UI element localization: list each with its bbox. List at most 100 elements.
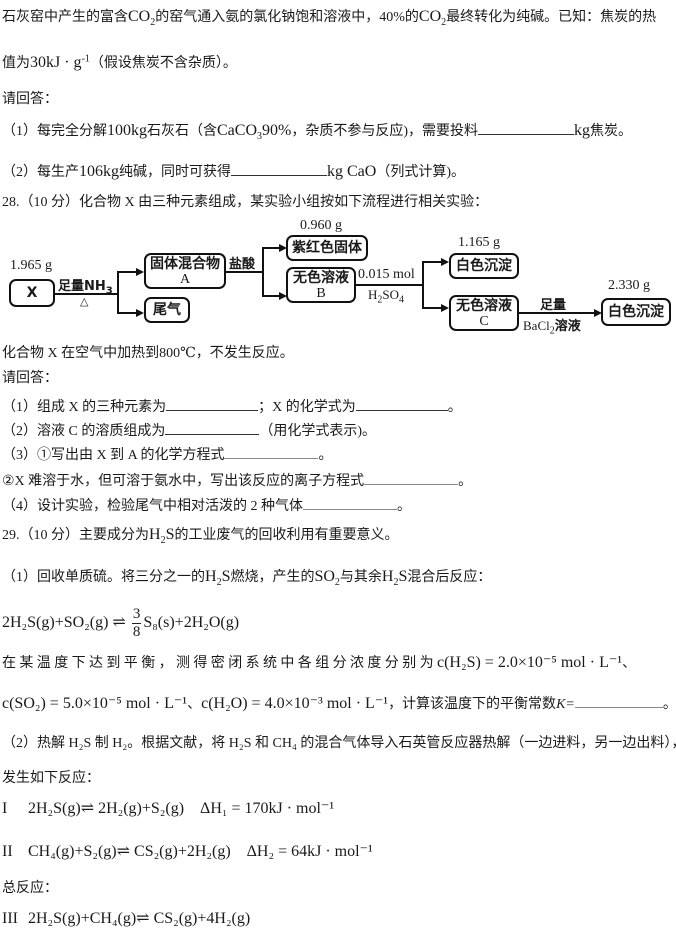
denominator: 8 — [132, 623, 141, 640]
q29-equilibrium-line-2: c(SO₂) = 5.0×10⁻⁵ mol · L⁻¹、c(H₂O) = 4.0… — [2, 693, 676, 714]
answer-blank[interactable] — [303, 495, 397, 510]
text: ，杂质不参与反应)，需要投料 — [291, 124, 478, 139]
formula-caco3: CaCO — [217, 122, 257, 139]
reaction-number: III — [2, 910, 18, 927]
formula-co2: CO — [418, 8, 442, 25]
answer-blank[interactable] — [364, 470, 459, 485]
heat-value: 30kJ · g — [30, 54, 82, 71]
connector-line — [262, 295, 282, 297]
q29-part-2-line-2: 发生如下反应： — [2, 771, 100, 786]
equation-left: 2H₂S(g)+SO₂(g) — [2, 614, 109, 631]
text: 纯碱，同时可获得 — [119, 165, 231, 180]
reaction-number: I — [2, 800, 8, 817]
percent-value: 90% — [262, 122, 292, 139]
answer-blank[interactable] — [224, 444, 319, 459]
text: 、 — [622, 656, 640, 671]
answer-blank[interactable] — [478, 120, 574, 135]
box-solid-mixture-a: 固体混合物 A — [144, 253, 226, 289]
box-label: 尾气 — [153, 302, 181, 318]
answer-blank[interactable] — [574, 693, 663, 708]
text: 燃烧，产生的 — [230, 570, 315, 585]
text: （1）组成 X 的三种元素为 — [2, 400, 167, 415]
connector-line — [117, 312, 137, 314]
mass-value: 100kg — [107, 122, 147, 139]
connector-line — [262, 247, 282, 249]
subscript: 2 — [334, 576, 340, 588]
intro-line-2: 值为30kJ · g-1（假设焦炭不含杂质）。 — [2, 54, 237, 73]
answer-blank[interactable] — [165, 420, 260, 435]
q28-title: 28.（10 分）化合物 X 由三种元素组成，某实验小组按如下流程进行相关实验： — [2, 195, 489, 210]
formula: H — [149, 526, 161, 543]
text: （1）每完全分解 — [2, 124, 107, 139]
arrow-icon — [136, 268, 144, 276]
q29-title: 29.（10 分）主要成分为H2S的工业废气的回收利用有重要意义。 — [2, 526, 398, 545]
formula: H — [381, 568, 394, 585]
text: （2）每生产 — [2, 165, 79, 180]
answer-blank[interactable] — [231, 161, 327, 176]
q28-prompt: 请回答： — [2, 371, 58, 386]
formula: SO — [314, 568, 335, 585]
text: 焦炭。 — [590, 124, 632, 139]
text: 溶液 — [554, 319, 581, 334]
subscript: 3 — [105, 285, 113, 297]
text: 、 — [187, 697, 202, 712]
q29-part-2-line-1: （2）热解 H₂S 制 H₂。根据文献，将 H₂S 和 CH₄ 的混合气体导入石… — [2, 736, 676, 751]
reaction-equation: 2H₂S(g)⇌ 2H₂(g)+S₂(g) — [28, 800, 185, 817]
connector-line — [55, 293, 118, 295]
reagent-h2so4: H2SO4 — [368, 287, 404, 305]
box-white-precipitate-1: 白色沉淀 — [449, 253, 519, 279]
answer-blank[interactable] — [355, 396, 448, 411]
box-label: 白色沉淀 — [608, 304, 664, 320]
text: BaCl — [523, 318, 550, 333]
connector-line — [422, 261, 442, 263]
flow-diagram: 1.965 g X 足量NH3 △ 固体混合物 A 尾气 盐酸 0.960 g … — [0, 215, 676, 340]
q29-part-1: （1）回收单质硫。将三分之一的H2S燃烧，产生的SO2与其余H2S混合后反应： — [2, 568, 491, 587]
text: （假设焦炭不含杂质）。 — [89, 56, 237, 71]
box-label: 紫红色固体 — [292, 240, 362, 256]
answer-blank[interactable] — [166, 396, 259, 411]
text: 在某温度下达到平衡，测得密闭系统中各组分浓度分别为 — [2, 656, 437, 671]
text: 与其余 — [339, 570, 382, 585]
formula: S — [165, 526, 175, 543]
unit: kg CaO — [327, 163, 377, 180]
text: 。 — [318, 448, 333, 463]
box-label: 无色溶液 — [456, 298, 512, 314]
concentration-so2: c(SO₂) = 5.0×10⁻⁵ mol · L⁻¹ — [2, 695, 188, 712]
arrow-icon — [279, 244, 287, 252]
k-label: K= — [556, 697, 575, 712]
text: ，计算该温度下的平衡常数 — [388, 697, 557, 712]
reaction-number: II — [2, 843, 13, 860]
unit: kg — [574, 122, 590, 139]
q28-part-4: （4）设计实验，检验尾气中相对活泼的 2 种气体 。 — [2, 495, 411, 516]
reagent-excess: 足量 — [540, 298, 567, 313]
q28-part-2: （2）溶液 C 的溶质组成为（用化学式表示)。 — [2, 420, 376, 441]
equation-right: S₈(s)+2H₂O(g) — [143, 614, 240, 631]
box-label: X — [26, 285, 38, 301]
text: 的工业废气的回收利用有重要意义。 — [174, 528, 399, 543]
q28-note: 化合物 X 在空气中加热到800℃，不发生反应。 — [2, 346, 294, 361]
box-sublabel: C — [479, 314, 489, 329]
reagent-bacl2: BaCl2溶液 — [523, 315, 581, 336]
box-sublabel: B — [316, 286, 326, 301]
connector-line — [422, 261, 424, 309]
text: 的窑气通入氨的氯化钠饱和溶液中，40%的 — [155, 10, 419, 25]
subscript: 2 — [393, 576, 399, 588]
white1-mass-label: 1.165 g — [458, 235, 500, 250]
box-solution-c: 无色溶液 C — [449, 295, 519, 331]
box-purple-solid: 紫红色固体 — [286, 235, 368, 261]
text: 。 — [397, 499, 411, 514]
subscript: 2 — [150, 16, 156, 28]
equilibrium-arrow-icon: ⇌ — [112, 614, 126, 631]
text: （4）设计实验，检验尾气中相对活泼的 2 种气体 — [2, 499, 303, 514]
connector-line — [356, 284, 422, 286]
reagent-nh3: 足量NH3 — [58, 275, 113, 297]
numerator: 3 — [131, 605, 142, 624]
text: 值为 — [2, 56, 30, 71]
connector-line — [422, 307, 442, 309]
subscript: 2 — [160, 534, 166, 546]
arrow-icon — [441, 258, 449, 266]
